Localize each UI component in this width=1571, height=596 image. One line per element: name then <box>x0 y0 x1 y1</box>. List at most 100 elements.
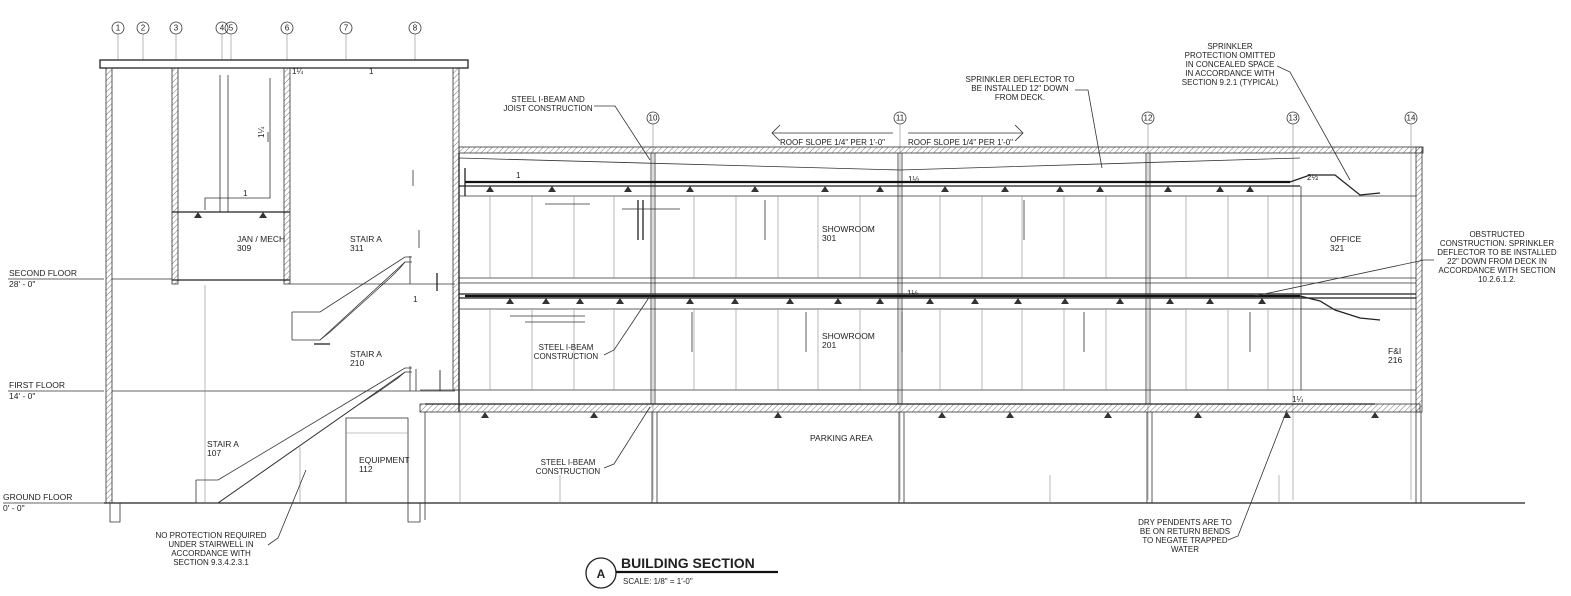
svg-text:6: 6 <box>285 24 290 33</box>
svg-text:5: 5 <box>229 24 234 33</box>
note-concealed: SPRINKLER PROTECTION OMITTED IN CONCEALE… <box>1182 42 1351 181</box>
svg-text:IN CONCEALED SPACE: IN CONCEALED SPACE <box>1186 60 1275 69</box>
note-steel-beam-2: STEEL I-BEAM CONSTRUCTION <box>536 406 651 476</box>
svg-text:OFFICE: OFFICE <box>1330 234 1361 244</box>
grid-bubble: 6 <box>280 21 294 60</box>
svg-text:FROM DECK.: FROM DECK. <box>995 93 1045 102</box>
roof-slope-arrows: ROOF SLOPE 1/4" PER 1'-0" ROOF SLOPE 1/4… <box>771 124 1024 147</box>
svg-text:TO NEGATE TRAPPED: TO NEGATE TRAPPED <box>1142 536 1228 545</box>
svg-text:SHOWROOM: SHOWROOM <box>822 331 875 341</box>
grid-bubble: 7 <box>339 21 353 60</box>
svg-text:BE ON RETURN BENDS: BE ON RETURN BENDS <box>1140 527 1230 536</box>
grid-bubble: 11 <box>893 111 907 500</box>
grid-bubble: 1 <box>111 21 125 60</box>
note-steel-joist: STEEL I-BEAM AND JOIST CONSTRUCTION <box>503 95 651 161</box>
grid-bubble: 3 <box>169 21 183 60</box>
svg-text:STEEL I-BEAM: STEEL I-BEAM <box>539 343 594 352</box>
svg-text:12: 12 <box>1144 114 1153 123</box>
svg-text:ROOF SLOPE 1/4" PER 1'-0": ROOF SLOPE 1/4" PER 1'-0" <box>780 138 885 147</box>
upper-mullions <box>489 186 1302 390</box>
svg-text:1½: 1½ <box>907 289 918 298</box>
svg-text:14: 14 <box>1407 114 1416 123</box>
svg-text:CONSTRUCTION: CONSTRUCTION <box>536 467 601 476</box>
svg-text:201: 201 <box>822 340 836 350</box>
svg-text:PROTECTION OMITTED: PROTECTION OMITTED <box>1185 51 1276 60</box>
note-dry-pendents: DRY PENDENTS ARE TO BE ON RETURN BENDS T… <box>1138 409 1288 554</box>
sprinkler-piping: 1¼ 1 1¼ 1 1½ 2½ 1½ 1 1¼ 1 <box>194 67 1381 418</box>
svg-text:3: 3 <box>174 24 179 33</box>
svg-text:1½: 1½ <box>908 175 919 184</box>
note-steel-beam-1: STEEL I-BEAM CONSTRUCTION <box>534 295 651 361</box>
svg-text:7: 7 <box>344 24 349 33</box>
svg-text:STAIR A: STAIR A <box>350 234 382 244</box>
svg-text:DRY PENDENTS ARE TO: DRY PENDENTS ARE TO <box>1138 518 1232 527</box>
svg-text:1: 1 <box>413 295 418 304</box>
svg-text:EQUIPMENT: EQUIPMENT <box>359 455 410 465</box>
grid-bubbles: 1 2 3 4 5 6 7 8 <box>111 21 1418 500</box>
svg-text:1¼: 1¼ <box>257 127 266 138</box>
drawing-scale: SCALE: 1/8" = 1'-0" <box>623 577 693 586</box>
svg-text:SECTION 9.2.1 (TYPICAL): SECTION 9.2.1 (TYPICAL) <box>1182 78 1279 87</box>
svg-text:PARKING AREA: PARKING AREA <box>810 433 873 443</box>
grid-bubble: 10 <box>646 111 660 500</box>
svg-text:ACCORDANCE WITH: ACCORDANCE WITH <box>171 549 251 558</box>
svg-text:JAN / MECH: JAN / MECH <box>237 234 285 244</box>
svg-text:10.2.6.1.2.: 10.2.6.1.2. <box>1478 275 1516 284</box>
stair-upper <box>291 256 412 345</box>
svg-text:ACCORDANCE WITH SECTION: ACCORDANCE WITH SECTION <box>1438 266 1556 275</box>
svg-text:STEEL I-BEAM: STEEL I-BEAM <box>541 458 596 467</box>
svg-text:2: 2 <box>141 24 146 33</box>
section-marker-label: A <box>597 567 606 581</box>
svg-text:1: 1 <box>243 189 248 198</box>
svg-text:112: 112 <box>359 464 373 474</box>
svg-text:1¼: 1¼ <box>1292 395 1303 404</box>
svg-text:1¼: 1¼ <box>292 67 303 76</box>
level-marker: GROUND FLOOR 0' - 0" <box>3 492 104 513</box>
parking-columns <box>424 412 1422 520</box>
svg-text:F&I: F&I <box>1388 346 1401 356</box>
svg-text:WATER: WATER <box>1171 545 1199 554</box>
svg-text:321: 321 <box>1330 243 1344 253</box>
svg-text:311: 311 <box>350 243 364 253</box>
note-obstructed: OBSTRUCTED CONSTRUCTION. SPRINKLER DEFLE… <box>1254 230 1557 297</box>
svg-text:STEEL I-BEAM AND: STEEL I-BEAM AND <box>511 95 585 104</box>
svg-text:SECTION 9.3.4.2.3.1: SECTION 9.3.4.2.3.1 <box>173 558 249 567</box>
svg-text:FIRST FLOOR: FIRST FLOOR <box>9 380 65 390</box>
svg-text:STAIR A: STAIR A <box>207 439 239 449</box>
svg-text:210: 210 <box>350 358 364 368</box>
grid-bubble: 13 <box>1286 111 1300 500</box>
svg-text:22" DOWN FROM DECK IN: 22" DOWN FROM DECK IN <box>1447 257 1547 266</box>
svg-text:1: 1 <box>516 171 521 180</box>
lower-mullions <box>489 309 1269 390</box>
svg-text:4: 4 <box>220 24 225 33</box>
svg-text:1: 1 <box>116 24 121 33</box>
svg-text:BE INSTALLED 12" DOWN: BE INSTALLED 12" DOWN <box>971 84 1069 93</box>
grid-bubble: 2 <box>136 21 150 60</box>
svg-text:STAIR A: STAIR A <box>350 349 382 359</box>
structural-columns <box>650 153 1151 404</box>
grid-bubble: 5 <box>224 21 238 60</box>
svg-text:SPRINKLER DEFLECTOR TO: SPRINKLER DEFLECTOR TO <box>966 75 1075 84</box>
svg-text:ROOF SLOPE 1/4" PER 1'-0": ROOF SLOPE 1/4" PER 1'-0" <box>908 138 1013 147</box>
svg-text:8: 8 <box>413 24 418 33</box>
svg-text:216: 216 <box>1388 355 1402 365</box>
note-deflector-12: SPRINKLER DEFLECTOR TO BE INSTALLED 12" … <box>966 75 1103 169</box>
svg-text:UNDER STAIRWELL IN: UNDER STAIRWELL IN <box>168 540 253 549</box>
svg-text:309: 309 <box>237 243 251 253</box>
svg-text:SECOND FLOOR: SECOND FLOOR <box>9 268 77 278</box>
stair-lower <box>195 366 412 504</box>
svg-text:DEFLECTOR TO BE INSTALLED: DEFLECTOR TO BE INSTALLED <box>1437 248 1557 257</box>
svg-text:0' - 0": 0' - 0" <box>3 503 25 513</box>
grid-bubble: 14 <box>1404 111 1418 500</box>
svg-text:OBSTRUCTED: OBSTRUCTED <box>1469 230 1524 239</box>
grid-bubble: 8 <box>408 21 422 60</box>
svg-text:SHOWROOM: SHOWROOM <box>822 224 875 234</box>
drawing-title: BUILDING SECTION <box>621 555 755 571</box>
svg-text:NO PROTECTION REQUIRED: NO PROTECTION REQUIRED <box>155 531 266 540</box>
svg-text:CONSTRUCTION: CONSTRUCTION <box>534 352 599 361</box>
svg-text:2½: 2½ <box>1307 173 1318 182</box>
drawing-title-block: A BUILDING SECTION SCALE: 1/8" = 1'-0" <box>585 555 778 589</box>
svg-text:1: 1 <box>369 67 374 76</box>
level-markers: SECOND FLOOR 28' - 0" FIRST FLOOR 14' - … <box>3 268 104 513</box>
